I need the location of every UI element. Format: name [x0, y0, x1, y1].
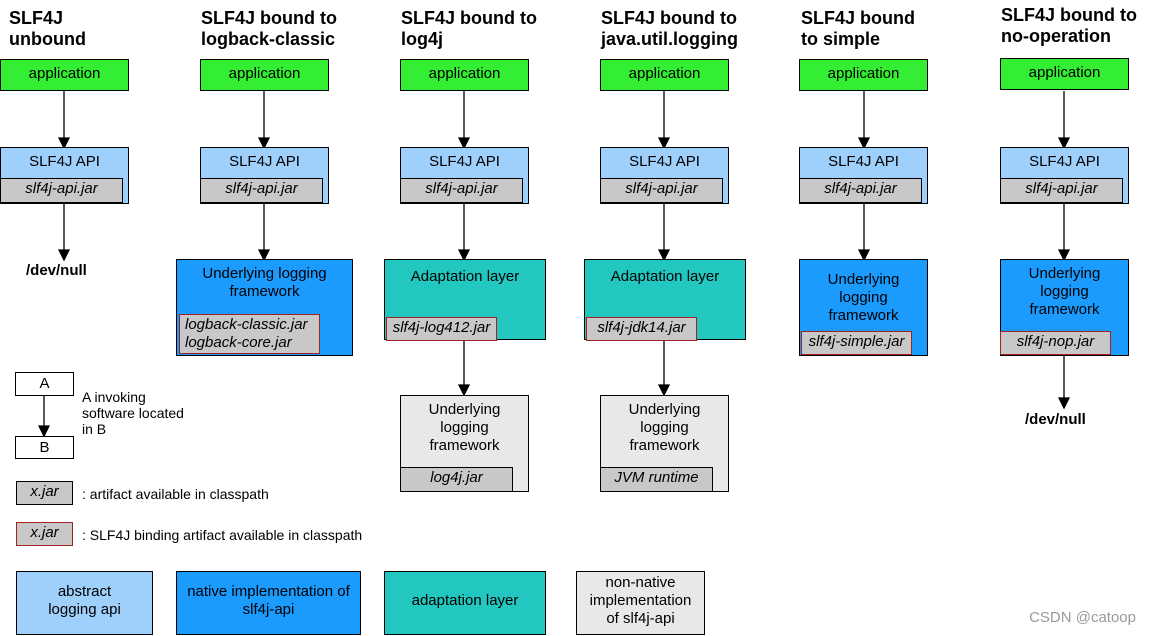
application-box: application — [600, 59, 729, 91]
key-non-native-impl: non-native implementation of slf4j-api — [576, 571, 705, 635]
api-jar: slf4j-api.jar — [1000, 178, 1123, 203]
adaptation-layer-label: Adaptation layer — [610, 268, 720, 285]
key-native-label: native implementation of slf4j-api — [187, 583, 350, 618]
application-box: application — [200, 59, 329, 91]
application-label: application — [628, 65, 701, 82]
framework-jar: JVM runtime — [600, 467, 713, 492]
legend-jar-desc: : artifact available in classpath — [82, 486, 269, 502]
dev-null-label: /dev/null — [1025, 411, 1086, 428]
watermark: CSDN @catoop — [1029, 609, 1136, 626]
column-title: SLF4J bound to logback-classic — [201, 8, 337, 49]
binding-jar: slf4j-simple.jar — [801, 331, 912, 355]
application-label: application — [228, 65, 301, 82]
slf4j-api-box: SLF4J API slf4j-api.jar — [1000, 147, 1129, 204]
api-jar: slf4j-api.jar — [200, 178, 323, 203]
legend-binding-desc: : SLF4J binding artifact available in cl… — [82, 527, 363, 543]
binding-jar: slf4j-log412.jar — [386, 317, 497, 341]
column-title: SLF4J bound to simple — [801, 8, 915, 49]
slf4j-api-box: SLF4J API slf4j-api.jar — [600, 147, 729, 204]
key-abstract-label: abstract logging api — [48, 583, 121, 618]
binding-jar: slf4j-jdk14.jar — [586, 317, 697, 341]
native-framework-box: Underlying logging framework slf4j-nop.j… — [1000, 259, 1129, 356]
native-framework-label: Underlying logging framework — [202, 265, 327, 300]
non-native-framework-label: Underlying logging framework — [428, 401, 501, 454]
binding-jar: logback-classic.jar logback-core.jar — [179, 314, 320, 354]
column-title: SLF4J unbound — [9, 8, 86, 49]
api-jar: slf4j-api.jar — [600, 178, 723, 203]
slf4j-api-label: SLF4J API — [629, 153, 700, 170]
framework-jar: log4j.jar — [400, 467, 513, 492]
api-jar: slf4j-api.jar — [0, 178, 123, 203]
dev-null-label: /dev/null — [26, 262, 87, 279]
key-non-native-label: non-native implementation of slf4j-api — [589, 574, 692, 627]
slf4j-api-label: SLF4J API — [29, 153, 100, 170]
legend-box-a: A — [15, 372, 74, 396]
api-jar: slf4j-api.jar — [799, 178, 922, 203]
non-native-framework-box: Underlying logging framework JVM runtime — [600, 395, 729, 492]
application-label: application — [1028, 64, 1101, 81]
legend-binding-sample: x.jar — [16, 522, 73, 546]
adaptation-layer-label: Adaptation layer — [410, 268, 520, 285]
binding-jar-line: logback-core.jar — [185, 334, 292, 351]
application-box: application — [0, 59, 129, 91]
column-title: SLF4J bound to log4j — [401, 8, 537, 49]
slf4j-api-box: SLF4J API slf4j-api.jar — [0, 147, 129, 204]
native-framework-label: Underlying logging framework — [827, 271, 900, 324]
adaptation-layer-box: Adaptation layer slf4j-log412.jar — [384, 259, 546, 341]
legend-jar-sample: x.jar — [16, 481, 73, 505]
legend-invoking-text: A invoking software located in B — [82, 389, 184, 437]
slf4j-api-box: SLF4J API slf4j-api.jar — [200, 147, 329, 204]
application-box: application — [1000, 58, 1129, 90]
slf4j-api-label: SLF4J API — [229, 153, 300, 170]
non-native-framework-label: Underlying logging framework — [628, 401, 701, 454]
application-box: application — [400, 59, 529, 91]
native-framework-box: Underlying logging framework slf4j-simpl… — [799, 259, 928, 356]
legend-box-b: B — [15, 436, 74, 459]
key-adaptation-label: adaptation layer — [411, 592, 519, 609]
application-label: application — [827, 65, 900, 82]
slf4j-api-label: SLF4J API — [1029, 153, 1100, 170]
column-title: SLF4J bound to no-operation — [1001, 5, 1137, 46]
binding-jar-line: logback-classic.jar — [185, 316, 308, 333]
key-abstract-api: abstract logging api — [16, 571, 153, 635]
native-framework-box: Underlying logging framework logback-cla… — [176, 259, 353, 356]
application-label: application — [428, 65, 501, 82]
key-adaptation-layer: adaptation layer — [384, 571, 546, 635]
adaptation-layer-box: Adaptation layer slf4j-jdk14.jar — [584, 259, 746, 341]
application-label: application — [28, 65, 101, 82]
slf4j-api-box: SLF4J API slf4j-api.jar — [799, 147, 928, 204]
native-framework-label: Underlying logging framework — [1028, 265, 1101, 318]
slf4j-api-label: SLF4J API — [429, 153, 500, 170]
application-box: application — [799, 59, 928, 91]
column-title: SLF4J bound to java.util.logging — [601, 8, 739, 49]
binding-jar: slf4j-nop.jar — [1000, 331, 1111, 355]
slf4j-api-box: SLF4J API slf4j-api.jar — [400, 147, 529, 204]
non-native-framework-box: Underlying logging framework log4j.jar — [400, 395, 529, 492]
key-native-impl: native implementation of slf4j-api — [176, 571, 361, 635]
api-jar: slf4j-api.jar — [400, 178, 523, 203]
slf4j-api-label: SLF4J API — [828, 153, 899, 170]
